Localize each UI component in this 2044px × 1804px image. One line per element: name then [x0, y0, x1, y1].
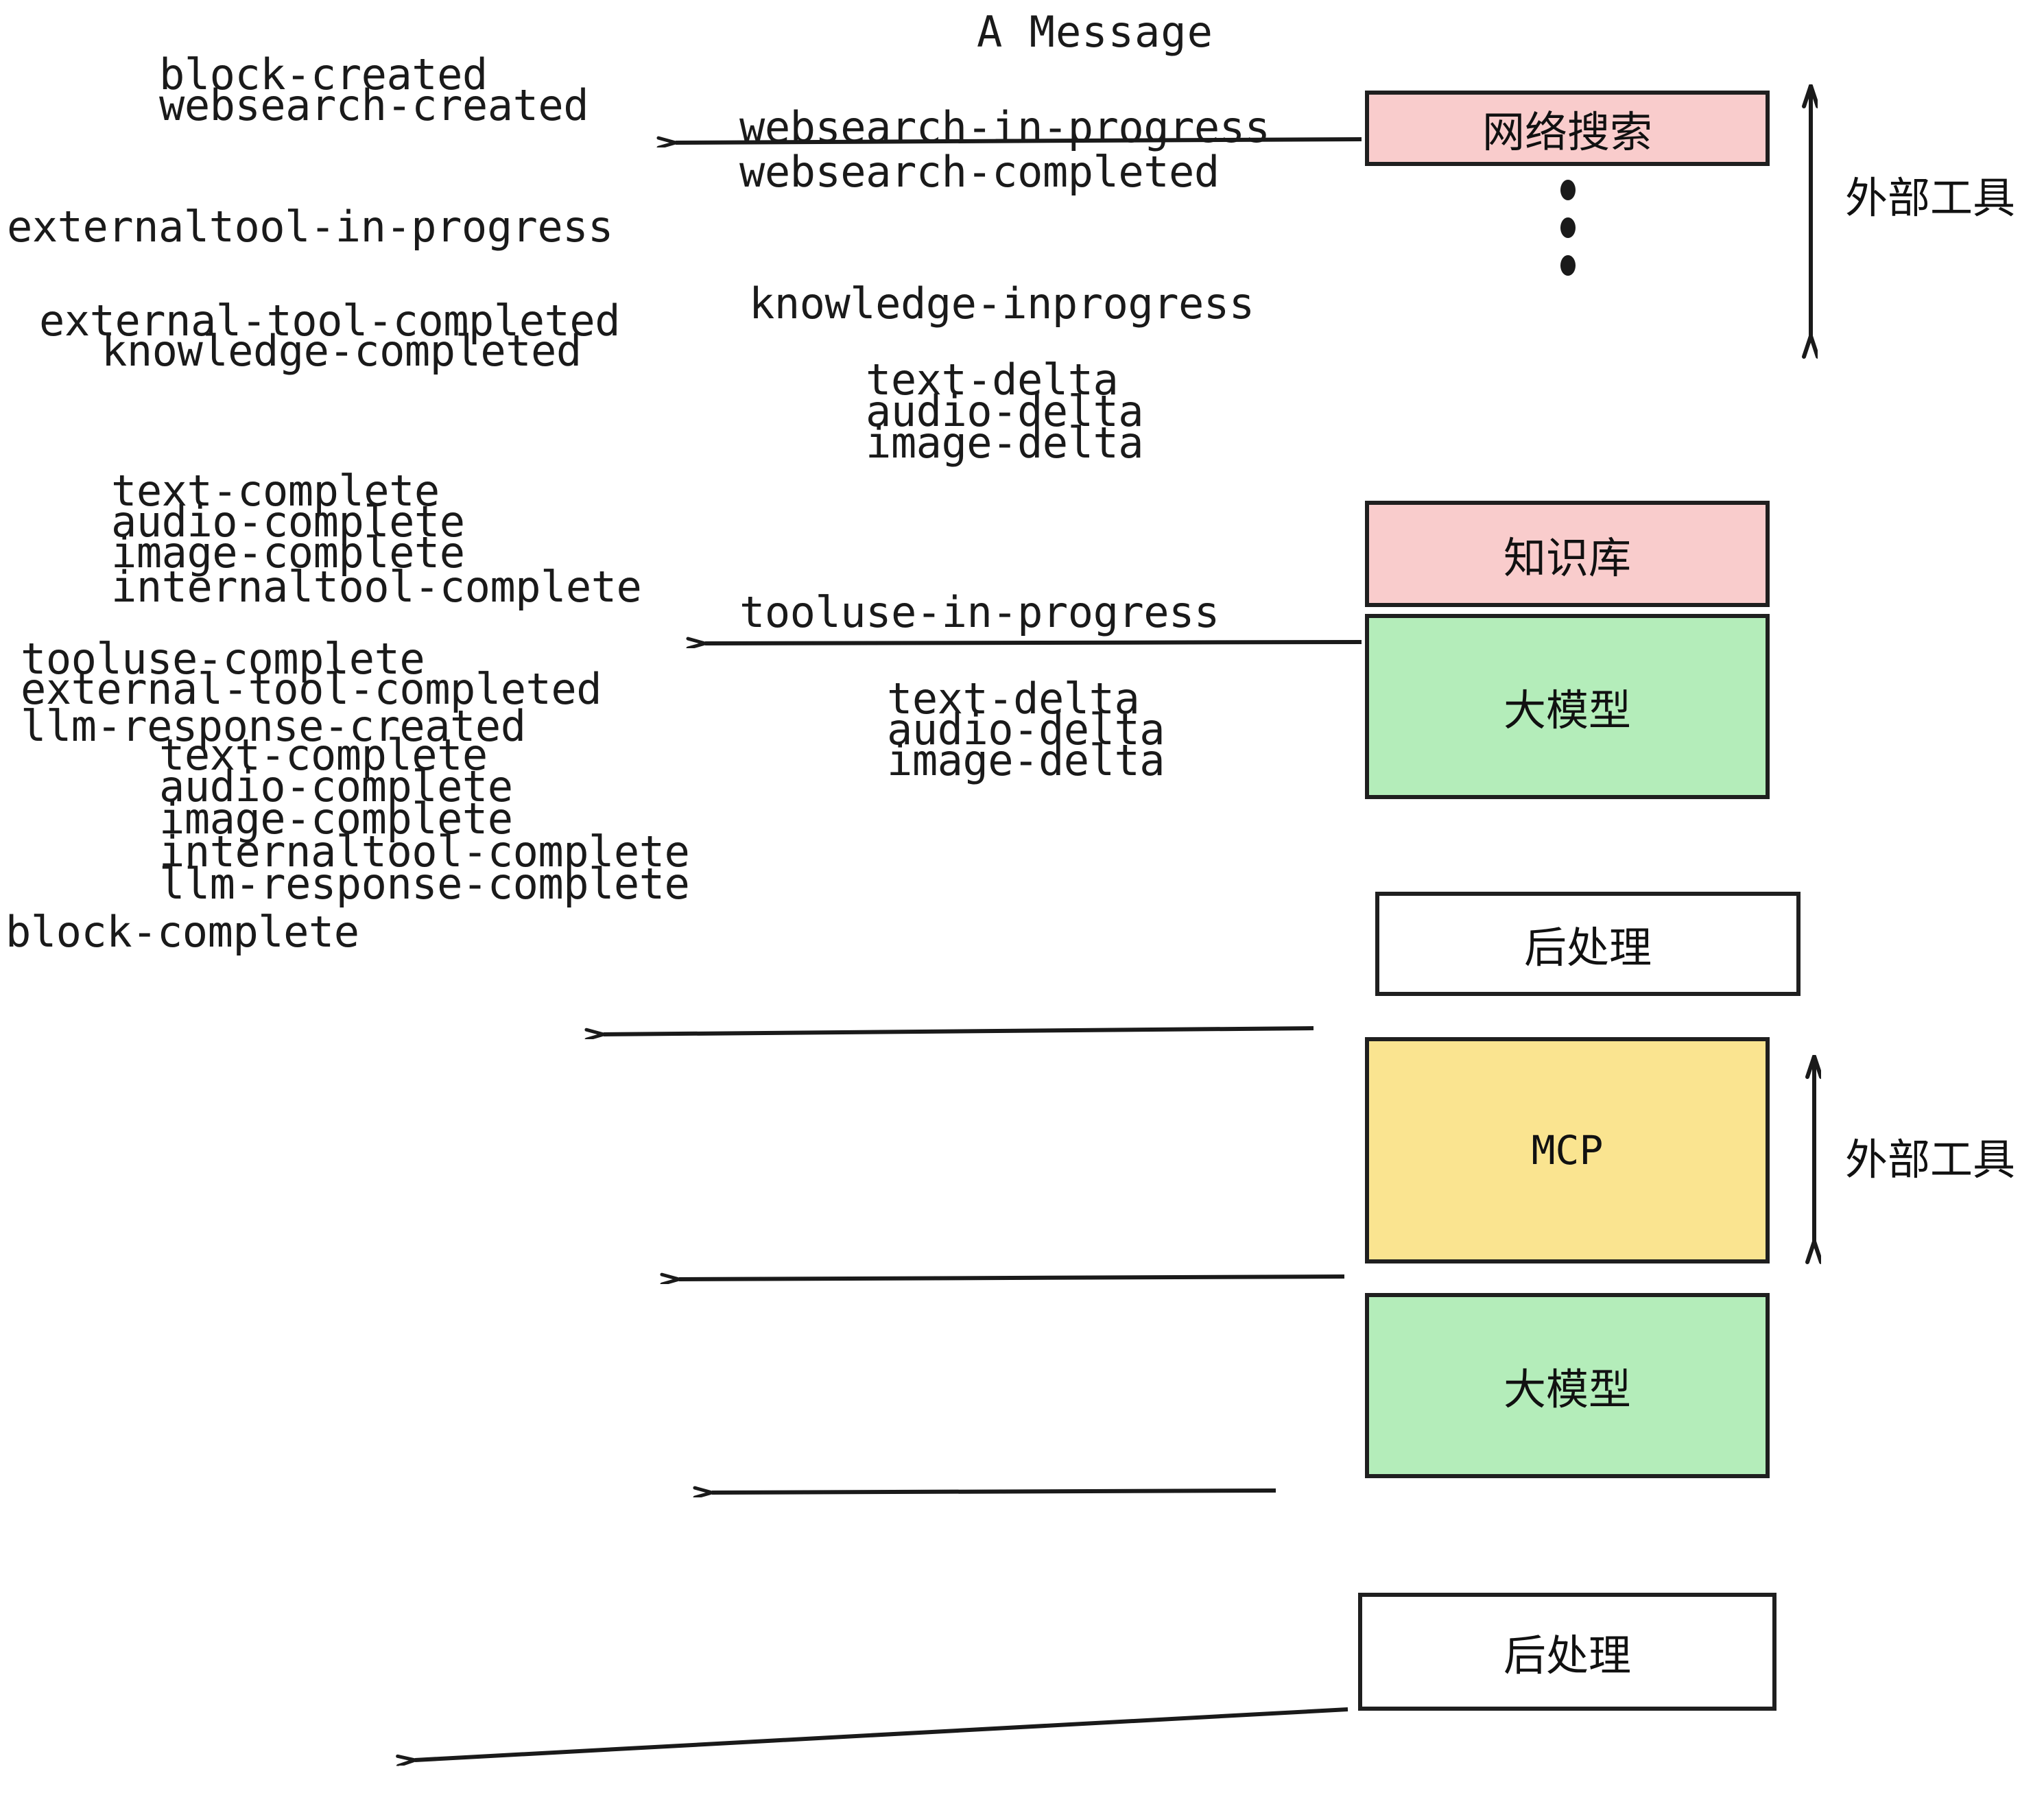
- event-label-tooluse-complete: tooluse-complete: [21, 634, 425, 684]
- node-llm-2[interactable]: 大模型: [1365, 1293, 1770, 1478]
- event-label-knowledge-inprogress: knowledge-inprogress: [749, 278, 1255, 329]
- node-knowledge[interactable]: 知识库: [1365, 501, 1770, 607]
- event-label-image-delta-2: image-delta: [887, 735, 1165, 785]
- event-label-text-delta-2: text-delta: [887, 674, 1140, 724]
- event-label-knowledge-completed: knowledge-completed: [102, 326, 582, 376]
- arrow-image-complete: [604, 1026, 1314, 1034]
- event-label-llm-response-created: llm-response-created: [21, 701, 526, 751]
- side-arrows: [1811, 86, 1814, 1242]
- event-label-block-created: block-created: [159, 49, 488, 99]
- event-label-image-complete-2: image-complete: [159, 794, 513, 844]
- event-label-tooluse-in-progress: tooluse-in-progress: [739, 587, 1220, 637]
- event-label-websearch-created: websearch-created: [159, 80, 589, 130]
- arrow-block-complete: [415, 1707, 1348, 1760]
- event-label-internaltool-complete-2: internaltool-complete: [159, 827, 690, 877]
- ellipsis-dot: [1560, 255, 1576, 276]
- node-llm-1[interactable]: 大模型: [1365, 614, 1770, 799]
- event-label-externaltool-in-progress: externaltool-in-progress: [7, 202, 613, 252]
- arrow-tooluse-complete: [679, 1277, 1345, 1279]
- event-label-block-complete: block-complete: [5, 907, 359, 957]
- event-label-llm-response-complete: llm-response-complete: [159, 859, 690, 909]
- node-postproc-1[interactable]: 后处理: [1375, 892, 1801, 996]
- event-label-websearch-in-progress: websearch-in-progress: [739, 102, 1270, 152]
- ellipsis-dot: [1560, 180, 1576, 200]
- node-postproc-2[interactable]: 后处理: [1358, 1593, 1776, 1711]
- node-mcp[interactable]: MCP: [1365, 1037, 1770, 1263]
- event-label-text-delta-1: text-delta: [866, 355, 1119, 405]
- event-label-audio-complete-2: audio-complete: [159, 761, 513, 811]
- event-label-external-tool-completed-1: external-tool-completed: [39, 296, 621, 346]
- event-label-audio-delta-2: audio-delta: [887, 704, 1165, 755]
- side-label-external-tool-top: 外部工具: [1845, 173, 2016, 223]
- arrow-knowledge-done: [705, 642, 1362, 643]
- page-title: A Message: [977, 7, 1213, 57]
- event-label-audio-delta-1: audio-delta: [866, 386, 1144, 436]
- event-label-internaltool-complete-1: internaltool-complete: [111, 562, 642, 612]
- arrow-audio-complete: [712, 1491, 1276, 1493]
- node-websearch[interactable]: 网络搜索: [1365, 91, 1770, 166]
- ellipsis-dot: [1560, 217, 1576, 238]
- event-label-audio-complete-1: audio-complete: [111, 497, 465, 547]
- event-label-image-delta-1: image-delta: [866, 418, 1144, 468]
- event-label-external-tool-completed-2: external-tool-completed: [21, 664, 602, 714]
- event-label-image-complete-1: image-complete: [111, 527, 465, 578]
- event-label-text-complete-2: text-complete: [159, 730, 488, 780]
- event-label-websearch-completed: websearch-completed: [739, 147, 1220, 197]
- side-label-external-tool-bottom: 外部工具: [1845, 1135, 2016, 1185]
- event-label-text-complete-1: text-complete: [111, 466, 440, 516]
